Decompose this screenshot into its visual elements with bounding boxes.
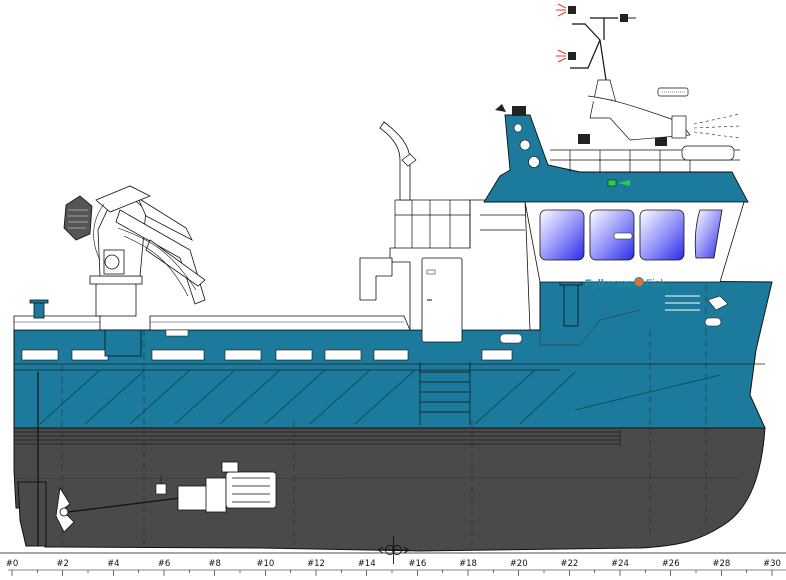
bulwark-openings — [21, 349, 513, 361]
propeller-icon — [55, 486, 75, 533]
wheelhouse-windows — [539, 209, 723, 261]
frame-scale-label: #14 — [358, 559, 376, 569]
hull-logo: Fylkesnes Fisk — [585, 274, 666, 291]
crane-grab — [63, 195, 93, 241]
propeller-shaft — [67, 497, 181, 513]
frame-scale-label: #10 — [256, 559, 274, 569]
navigation-light-icon — [556, 3, 636, 63]
floodlight-icon — [693, 113, 741, 139]
frame-scale-label: #0 — [6, 559, 19, 569]
roof-equipment — [495, 104, 667, 146]
frame-scale-label: #12 — [307, 559, 325, 569]
mast-portholes — [513, 123, 540, 168]
deck-crane — [89, 185, 206, 317]
frame-scale-label: #18 — [459, 559, 477, 569]
deckhouse-railing — [394, 199, 525, 248]
crane-hoses — [93, 203, 197, 297]
logo-suffix: Fisk — [646, 278, 667, 290]
frame-scale-label: #26 — [662, 559, 680, 569]
logo-emblem-icon — [634, 277, 644, 287]
hull-rub-rails — [14, 430, 621, 446]
lower-hull — [13, 427, 766, 552]
frame-scale-label: #4 — [107, 559, 120, 569]
rudder-skeg — [17, 481, 47, 547]
frame-scale-label: #20 — [510, 559, 528, 569]
frame-scale-label: #22 — [560, 559, 578, 569]
frame-scale-ticks — [11, 570, 773, 576]
frame-scale-label: #30 — [763, 559, 781, 569]
frame-scale-label: #24 — [611, 559, 629, 569]
frame-scale-label: #28 — [712, 559, 730, 569]
frame-scale-label: #2 — [56, 559, 69, 569]
frame-scale-label: #8 — [208, 559, 221, 569]
hull-diagonal-frames — [39, 369, 721, 425]
mast — [570, 17, 691, 141]
deckhouse-door — [421, 257, 463, 343]
deck-ladder — [419, 362, 471, 425]
frame-midship-symbol-icon — [377, 536, 410, 564]
frame-scale-label: #16 — [408, 559, 426, 569]
wheelhouse-roof — [483, 114, 749, 203]
navigation-light-icon — [607, 179, 617, 187]
main-engine — [177, 461, 277, 513]
frame-scale-label: #6 — [158, 559, 171, 569]
anchor-vents — [665, 295, 700, 311]
frame-station-lines — [61, 285, 707, 545]
deck-bulwark — [13, 315, 411, 331]
crane-pedestal-box — [104, 329, 142, 357]
frame-scale: #0 #2 #4 #6 #8 #10 #12 #14 #16 #18 #20 #22 #24 #26 #28… — [6, 559, 781, 569]
logo-name: Fylkesnes — [585, 278, 638, 290]
